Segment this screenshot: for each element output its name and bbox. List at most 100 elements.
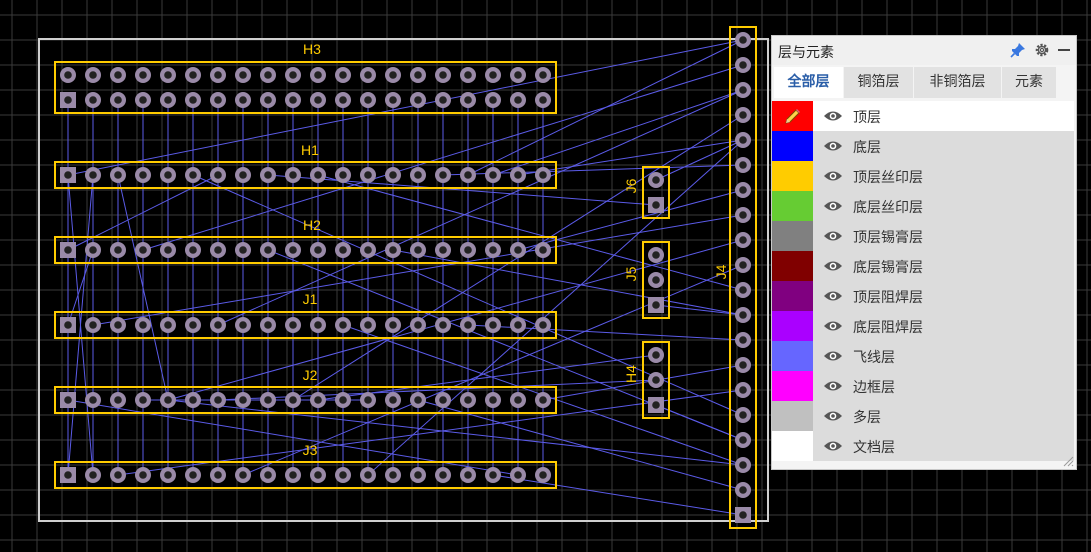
drill-hole <box>489 396 497 404</box>
drill-hole <box>739 36 747 44</box>
drill-hole <box>164 321 172 329</box>
eye-icon[interactable] <box>823 439 843 453</box>
eye-icon[interactable] <box>823 349 843 363</box>
drill-hole <box>389 321 397 329</box>
drill-hole <box>652 176 660 184</box>
layer-label: 顶层丝印层 <box>853 170 923 186</box>
drill-hole <box>339 171 347 179</box>
layer-color-swatch[interactable] <box>772 371 813 401</box>
minimize-icon[interactable] <box>1056 42 1072 58</box>
eye-icon[interactable] <box>823 109 843 123</box>
pencil-icon <box>785 109 800 124</box>
layer-row-multi[interactable]: 多层 <box>772 401 1074 431</box>
layer-row-bottom-paste[interactable]: 底层锡膏层 <box>772 251 1074 281</box>
drill-hole <box>289 96 297 104</box>
drill-hole <box>64 171 72 179</box>
drill-hole <box>439 96 447 104</box>
eye-icon[interactable] <box>823 229 843 243</box>
drill-hole <box>164 396 172 404</box>
drill-hole <box>364 171 372 179</box>
gear-icon[interactable] <box>1034 42 1050 58</box>
drill-hole <box>239 396 247 404</box>
drill-hole <box>739 286 747 294</box>
drill-hole <box>239 321 247 329</box>
drill-hole <box>364 321 372 329</box>
drill-hole <box>339 71 347 79</box>
drill-hole <box>89 396 97 404</box>
layer-row-document[interactable]: 文档层 <box>772 431 1074 461</box>
eye-icon[interactable] <box>823 319 843 333</box>
eye-icon[interactable] <box>823 289 843 303</box>
layer-color-swatch[interactable] <box>772 281 813 311</box>
drill-hole <box>414 396 422 404</box>
drill-hole <box>164 71 172 79</box>
drill-hole <box>314 246 322 254</box>
layer-color-swatch[interactable] <box>772 101 813 131</box>
layer-row-top-silk[interactable]: 顶层丝印层 <box>772 161 1074 191</box>
eye-icon[interactable] <box>823 139 843 153</box>
drill-hole <box>189 396 197 404</box>
drill-hole <box>214 321 222 329</box>
drill-hole <box>139 246 147 254</box>
layer-row-bottom-silk[interactable]: 底层丝印层 <box>772 191 1074 221</box>
layer-color-swatch[interactable] <box>772 311 813 341</box>
layer-color-swatch[interactable] <box>772 431 813 461</box>
footprint-outline <box>54 236 557 264</box>
layer-color-swatch[interactable] <box>772 191 813 221</box>
drill-hole <box>652 201 660 209</box>
drill-hole <box>264 396 272 404</box>
drill-hole <box>239 171 247 179</box>
eye-icon[interactable] <box>823 169 843 183</box>
pin-icon[interactable] <box>1010 42 1026 58</box>
layer-color-swatch[interactable] <box>772 161 813 191</box>
drill-hole <box>189 321 197 329</box>
designator-label: J5 <box>623 266 639 281</box>
layer-row-top-paste[interactable]: 顶层锡膏层 <box>772 221 1074 251</box>
layer-row-top[interactable]: 顶层 <box>772 101 1074 131</box>
footprint-outline <box>54 461 557 489</box>
drill-hole <box>314 96 322 104</box>
drill-hole <box>289 396 297 404</box>
layer-row-bottom[interactable]: 底层 <box>772 131 1074 161</box>
layer-row-top-mask[interactable]: 顶层阻焊层 <box>772 281 1074 311</box>
drill-hole <box>189 96 197 104</box>
layer-row-bottom-mask[interactable]: 底层阻焊层 <box>772 311 1074 341</box>
designator-label: J2 <box>303 367 318 383</box>
eye-icon[interactable] <box>823 379 843 393</box>
drill-hole <box>414 471 422 479</box>
layer-label: 底层 <box>853 140 881 156</box>
layer-label: 顶层阻焊层 <box>853 290 923 306</box>
eye-icon[interactable] <box>823 259 843 273</box>
tab-all-layers[interactable]: 全部层 <box>774 67 844 98</box>
drill-hole <box>739 61 747 69</box>
layer-row-ratsnest[interactable]: 飞线层 <box>772 341 1074 371</box>
layer-color-swatch[interactable] <box>772 131 813 161</box>
drill-hole <box>652 251 660 259</box>
footprint-outline <box>54 311 557 339</box>
drill-hole <box>214 396 222 404</box>
drill-hole <box>514 471 522 479</box>
ratsnest-line <box>92 214 744 326</box>
ratsnest-line <box>492 474 744 516</box>
drill-hole <box>364 471 372 479</box>
layer-color-swatch[interactable] <box>772 221 813 251</box>
resize-grip-icon[interactable] <box>1062 455 1074 467</box>
footprint-outline <box>54 161 557 189</box>
tab-elements[interactable]: 元素 <box>1002 67 1057 98</box>
drill-hole <box>739 311 747 319</box>
layer-color-swatch[interactable] <box>772 341 813 371</box>
panel-title: 层与元素 <box>778 45 834 61</box>
eye-icon[interactable] <box>823 199 843 213</box>
tab-non-copper-layers[interactable]: 非铜箔层 <box>914 67 1002 98</box>
drill-hole <box>739 486 747 494</box>
designator-label: H1 <box>301 142 319 158</box>
tab-copper-layers[interactable]: 铜箔层 <box>844 67 914 98</box>
layer-list: 顶层 底层 顶层丝印层 底层丝印层 <box>772 101 1074 461</box>
layer-color-swatch[interactable] <box>772 401 813 431</box>
layer-color-swatch[interactable] <box>772 251 813 281</box>
layer-row-board-outline[interactable]: 边框层 <box>772 371 1074 401</box>
drill-hole <box>139 71 147 79</box>
drill-hole <box>539 471 547 479</box>
eye-icon[interactable] <box>823 409 843 423</box>
